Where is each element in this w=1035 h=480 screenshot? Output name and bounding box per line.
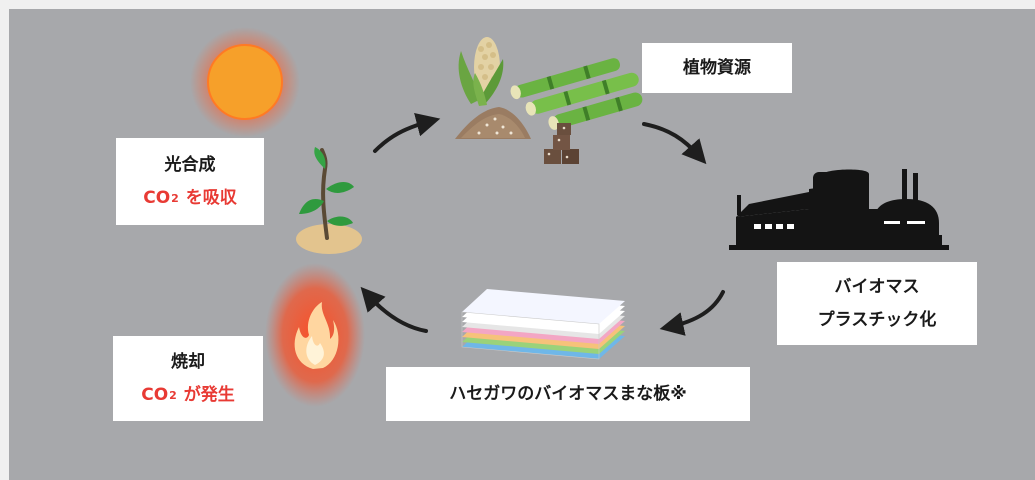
bioplastic-line2: プラスチック化 — [817, 309, 937, 330]
diagram-canvas: 光合成 CO2 を吸収 植物資源 バイオマス プラスチック化 ハセガワのバイオマ… — [9, 9, 1035, 480]
co2-absorb-text: CO2 を吸収 — [143, 187, 237, 208]
diagram-illustrations — [190, 27, 949, 407]
factory-icon — [729, 169, 949, 250]
cutting-board-title: ハセガワのバイオマスまな板※ — [449, 383, 687, 404]
arrow-to-plant-resources — [373, 113, 441, 153]
photosynthesis-title: 光合成 — [164, 155, 216, 176]
arrow-to-cutting-board — [659, 290, 725, 336]
arrow-to-factory — [642, 122, 707, 165]
photosynthesis-label-box: 光合成 CO2 を吸収 — [116, 138, 264, 225]
incineration-label-box: 焼却 CO2 が発生 — [113, 336, 263, 421]
cycle-arrows — [360, 113, 725, 336]
sun-icon — [190, 27, 300, 137]
sugarcane-icon — [510, 58, 643, 130]
plant-resources-title: 植物資源 — [683, 57, 751, 78]
co2-emit-text: CO2 が発生 — [141, 384, 235, 405]
grain-pile-icon — [455, 107, 531, 139]
incineration-title: 焼却 — [171, 352, 205, 373]
arrow-to-fire — [360, 286, 428, 333]
bioplastic-line1: バイオマス — [834, 277, 920, 298]
seedling-icon — [296, 147, 362, 254]
corn-icon — [458, 37, 504, 106]
sugar-cubes-icon — [544, 123, 579, 164]
fire-icon — [265, 263, 365, 407]
plant-resources-label-box: 植物資源 — [642, 43, 792, 93]
cutting-board-label-box: ハセガワのバイオマスまな板※ — [386, 367, 750, 421]
cutting-board-stack-icon — [461, 289, 625, 360]
bioplastic-label-box: バイオマス プラスチック化 — [777, 262, 977, 345]
